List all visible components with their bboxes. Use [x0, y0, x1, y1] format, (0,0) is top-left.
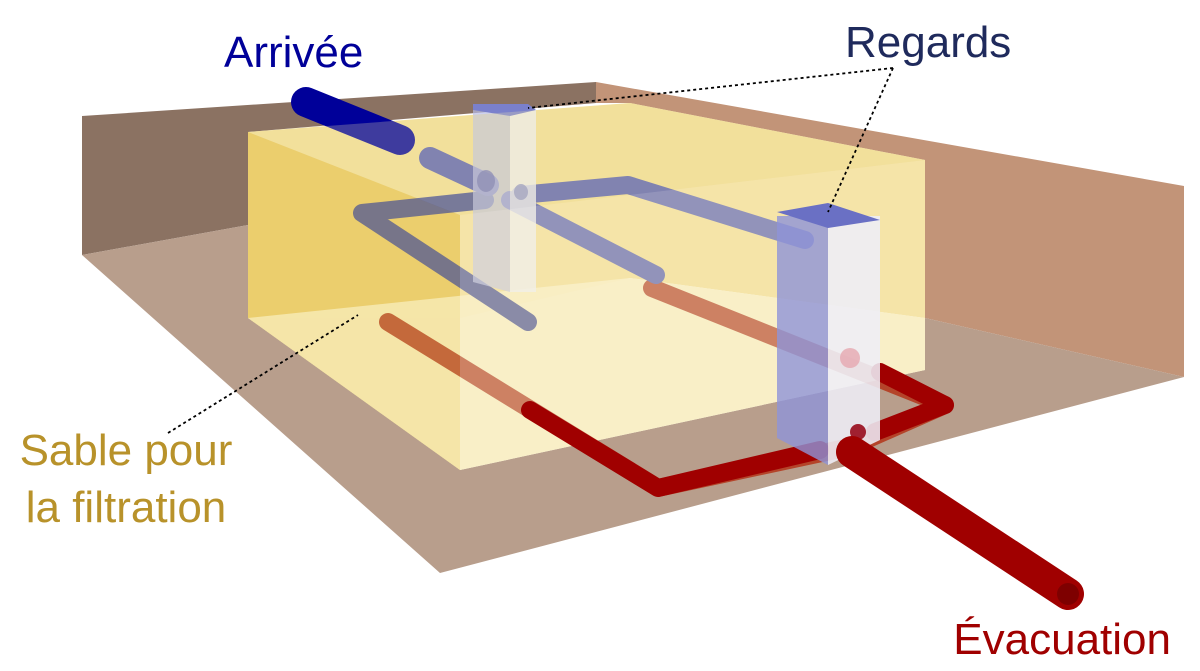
soil-floor	[82, 225, 1184, 573]
leader-regards-right	[827, 67, 894, 213]
chamber-right-top	[777, 203, 880, 228]
soil-right-wall	[596, 82, 1184, 377]
inlet-branch-left	[353, 191, 537, 331]
chamber-left-top	[473, 104, 536, 116]
sand-top-face	[248, 103, 925, 215]
chamber-right-port	[850, 424, 866, 440]
label-sand-line1: Sable pour	[20, 426, 233, 475]
sand-back-face	[248, 103, 925, 318]
leader-regards-left	[527, 67, 894, 109]
outlet-collector-back	[866, 363, 954, 441]
soil-back-wall	[82, 82, 596, 255]
excavation	[82, 82, 1184, 573]
chamber-left-side	[510, 110, 536, 292]
chamber-left-front	[473, 110, 510, 292]
chamber-right-side	[828, 216, 880, 465]
inlet-branch-back	[511, 176, 814, 249]
label-inlet: Arrivée	[224, 28, 363, 77]
chamber-right-front	[777, 216, 828, 465]
outlet-pipes-front	[521, 363, 954, 497]
chamber-right-port-2	[840, 348, 860, 368]
label-outlet: Évacuation	[953, 615, 1171, 664]
label-sand-line2: la filtration	[26, 483, 227, 532]
chamber-left-port	[477, 170, 495, 192]
inspection-chamber-left	[473, 104, 536, 292]
outlet-pipe-end	[1057, 583, 1079, 605]
leader-lines	[167, 67, 894, 434]
inspection-chamber-right	[777, 203, 880, 465]
outlet-main-pipe	[836, 436, 1084, 610]
chamber-left-port-2	[514, 184, 528, 200]
inlet-main-pipe	[291, 87, 415, 155]
leader-sand	[167, 314, 359, 434]
sand-front-face	[248, 132, 460, 470]
label-inspection: Regards	[845, 18, 1011, 67]
outlet-collector-front	[521, 401, 829, 497]
